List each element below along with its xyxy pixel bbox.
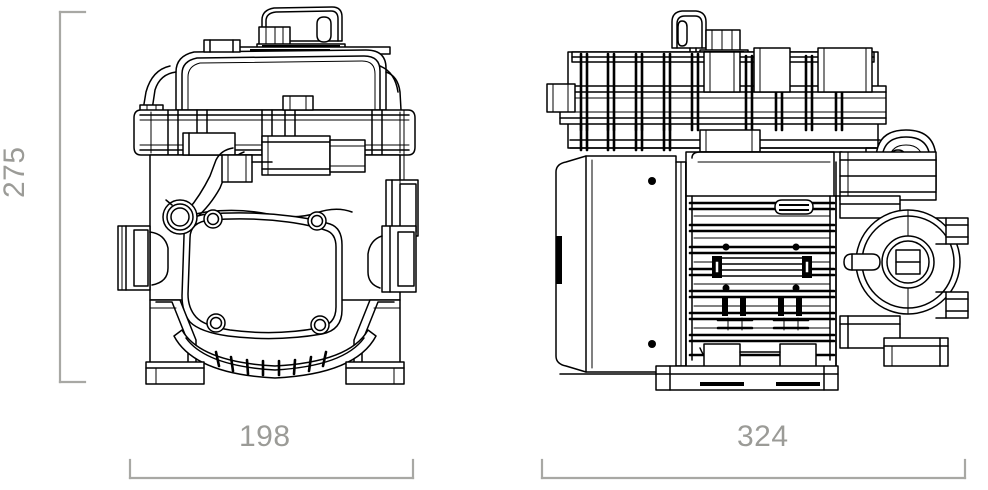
front-inlet-port bbox=[162, 199, 198, 235]
side-nameplate bbox=[774, 199, 814, 215]
side-lower-detail bbox=[716, 296, 810, 331]
front-upper-cap bbox=[139, 39, 402, 129]
width-side-dimension-line bbox=[540, 458, 967, 480]
front-cover-bolt-holes bbox=[203, 209, 330, 335]
front-lifting-bracket bbox=[214, 6, 391, 63]
side-discharge-flange bbox=[855, 209, 961, 315]
front-base-assembly bbox=[145, 299, 405, 385]
side-discharge-assembly bbox=[839, 129, 969, 367]
height-dimension-line bbox=[58, 10, 87, 384]
side-terminal-box bbox=[555, 155, 687, 373]
side-motor-body bbox=[685, 151, 843, 373]
side-top-manifold bbox=[546, 47, 887, 153]
height-dimension-label: 275 bbox=[0, 146, 31, 198]
width-side-dimension-label: 324 bbox=[737, 420, 789, 453]
front-cooling-slots bbox=[214, 350, 328, 377]
width-front-dimension-line bbox=[128, 458, 415, 480]
front-mid-body bbox=[117, 109, 419, 340]
width-front-dimension-label: 198 bbox=[239, 420, 291, 453]
side-base-plate bbox=[559, 343, 839, 391]
